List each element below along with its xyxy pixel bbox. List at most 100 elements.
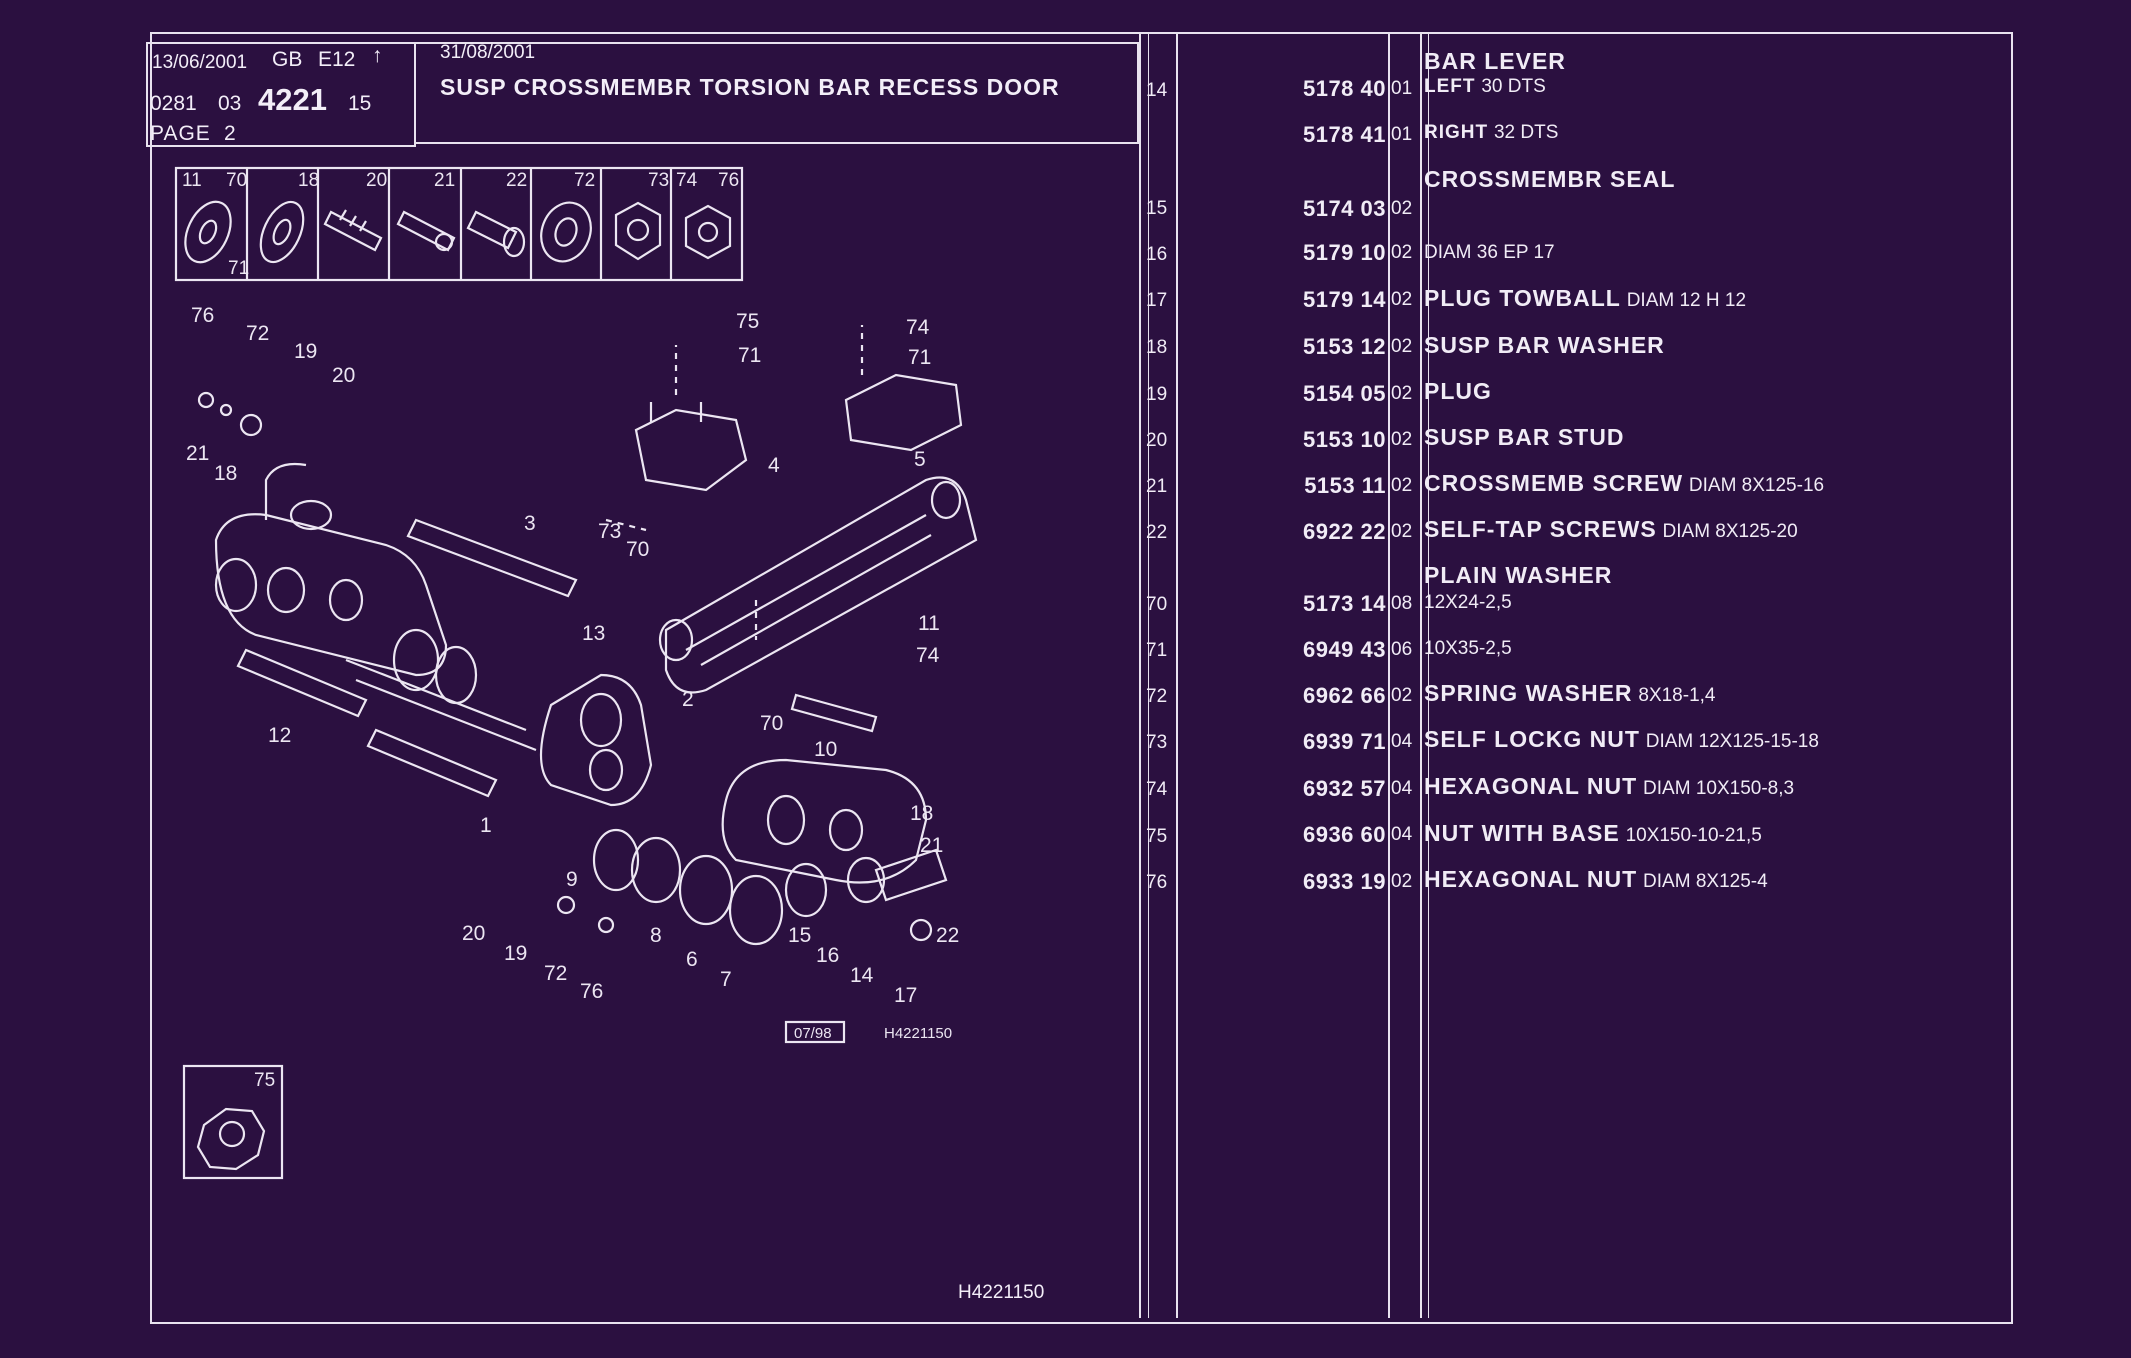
stamp-date: 07/98 bbox=[794, 1025, 832, 1042]
part-index: 75 bbox=[1146, 826, 1168, 847]
svg-text:20: 20 bbox=[366, 170, 387, 191]
part-index: 22 bbox=[1146, 522, 1168, 543]
header-date: 13/06/2001 bbox=[152, 52, 248, 73]
part-reference: 5178 40 bbox=[1302, 76, 1386, 101]
svg-text:22: 22 bbox=[506, 170, 527, 191]
svg-text:14: 14 bbox=[850, 964, 874, 987]
part-index: 15 bbox=[1146, 198, 1168, 219]
svg-text:74: 74 bbox=[906, 316, 930, 339]
svg-text:20: 20 bbox=[332, 364, 355, 387]
svg-text:73: 73 bbox=[648, 170, 669, 191]
part-quantity: 01 bbox=[1391, 78, 1413, 99]
svg-text:76: 76 bbox=[718, 170, 739, 191]
part-reference: 5179 10 bbox=[1302, 240, 1386, 265]
svg-text:70: 70 bbox=[760, 712, 783, 735]
svg-text:70: 70 bbox=[226, 170, 247, 191]
part-index: 74 bbox=[1146, 779, 1168, 800]
hardware-legend bbox=[174, 166, 744, 282]
part-reference: 5178 41 bbox=[1302, 122, 1386, 147]
svg-text:2: 2 bbox=[682, 688, 694, 711]
part-description: PLUG bbox=[1424, 378, 1492, 404]
part-description: SELF-TAP SCREWS DIAM 8X125-20 bbox=[1424, 516, 1798, 542]
part-quantity: 08 bbox=[1391, 593, 1413, 614]
svg-text:11: 11 bbox=[918, 612, 940, 635]
column-divider-4 bbox=[1420, 32, 1422, 1318]
column-divider-1 bbox=[1139, 32, 1141, 1318]
part-description: NUT WITH BASE 10X150-10-21,5 bbox=[1424, 820, 1762, 846]
part-heading: PLAIN WASHER bbox=[1424, 562, 1613, 588]
part-quantity: 04 bbox=[1391, 824, 1413, 845]
part-quantity: 02 bbox=[1391, 198, 1413, 219]
part-reference: 6939 71 bbox=[1302, 729, 1386, 754]
svg-text:76: 76 bbox=[191, 304, 214, 327]
part-reference: 6962 66 bbox=[1302, 683, 1386, 708]
part-description: SUSP BAR WASHER bbox=[1424, 332, 1665, 358]
svg-text:76: 76 bbox=[580, 980, 603, 1003]
part-quantity: 04 bbox=[1391, 731, 1413, 752]
part-quantity: 02 bbox=[1391, 289, 1413, 310]
part-reference: 5173 14 bbox=[1302, 591, 1386, 616]
svg-text:19: 19 bbox=[504, 942, 527, 965]
part-description: 12X24-2,5 bbox=[1424, 592, 1512, 613]
part-reference: 5153 10 bbox=[1302, 427, 1386, 452]
svg-text:21: 21 bbox=[920, 834, 943, 857]
part-reference: 6933 19 bbox=[1302, 869, 1386, 894]
crossmember-assembly bbox=[197, 325, 978, 946]
part-reference: 6949 43 bbox=[1302, 637, 1386, 662]
svg-text:21: 21 bbox=[434, 170, 455, 191]
part-reference: 5174 03 bbox=[1302, 196, 1386, 221]
up-arrow-icon: ↑ bbox=[372, 44, 384, 67]
svg-text:15: 15 bbox=[788, 924, 811, 947]
part-index: 21 bbox=[1146, 476, 1168, 497]
part-reference: 5153 11 bbox=[1304, 473, 1386, 498]
part-heading: BAR LEVER bbox=[1424, 48, 1566, 74]
header-id-box bbox=[146, 42, 416, 147]
legend-label: 11 bbox=[182, 170, 202, 191]
column-divider-4b bbox=[1428, 32, 1429, 1318]
part-quantity: 02 bbox=[1391, 383, 1413, 404]
part-description: HEXAGONAL NUT DIAM 10X150-8,3 bbox=[1424, 773, 1795, 799]
svg-text:6: 6 bbox=[686, 948, 698, 971]
svg-text:21: 21 bbox=[186, 442, 209, 465]
svg-text:4: 4 bbox=[768, 454, 780, 477]
svg-text:7: 7 bbox=[720, 968, 732, 991]
svg-text:3: 3 bbox=[524, 512, 536, 535]
document-frame bbox=[150, 32, 2013, 1324]
svg-text:1: 1 bbox=[480, 814, 492, 837]
part-index: 73 bbox=[1146, 732, 1168, 753]
column-divider-3 bbox=[1388, 32, 1390, 1318]
part-index: 18 bbox=[1146, 337, 1168, 358]
svg-text:12: 12 bbox=[268, 724, 291, 747]
part-quantity: 06 bbox=[1391, 639, 1413, 660]
part-reference: 5153 12 bbox=[1302, 334, 1386, 359]
svg-text:74: 74 bbox=[676, 170, 698, 191]
header-edition: E12 bbox=[318, 48, 356, 71]
part-reference: 6922 22 bbox=[1302, 519, 1386, 544]
part-reference: 5179 14 bbox=[1302, 287, 1386, 312]
part-index: 14 bbox=[1146, 80, 1168, 101]
part-reference: 6932 57 bbox=[1302, 776, 1386, 801]
part-quantity: 02 bbox=[1391, 242, 1413, 263]
header-title-box bbox=[414, 42, 1139, 144]
part-quantity: 01 bbox=[1391, 124, 1413, 145]
header-page-label: PAGE bbox=[150, 122, 211, 145]
header-code-suffix: 15 bbox=[348, 92, 372, 115]
part-description: SELF LOCKG NUT DIAM 12X125-15-18 bbox=[1424, 726, 1819, 752]
part-description: LEFT 30 DTS bbox=[1424, 76, 1546, 97]
part-description: SUSP BAR STUD bbox=[1424, 424, 1625, 450]
part-index: 16 bbox=[1146, 244, 1168, 265]
svg-text:18: 18 bbox=[214, 462, 237, 485]
svg-text:19: 19 bbox=[294, 340, 317, 363]
header-lang: GB bbox=[272, 48, 303, 71]
page-title: SUSP CROSSMEMBR TORSION BAR RECESS DOOR bbox=[440, 74, 1060, 100]
part-index: 20 bbox=[1146, 430, 1168, 451]
svg-text:5: 5 bbox=[914, 448, 926, 471]
svg-text:16: 16 bbox=[816, 944, 839, 967]
svg-text:72: 72 bbox=[246, 322, 269, 345]
svg-text:73: 73 bbox=[598, 520, 621, 543]
part-description: HEXAGONAL NUT DIAM 8X125-4 bbox=[1424, 866, 1768, 892]
svg-text:18: 18 bbox=[298, 170, 319, 191]
part-description: 10X35-2,5 bbox=[1424, 638, 1512, 659]
svg-text:71: 71 bbox=[228, 258, 249, 279]
part-quantity: 02 bbox=[1391, 521, 1413, 542]
